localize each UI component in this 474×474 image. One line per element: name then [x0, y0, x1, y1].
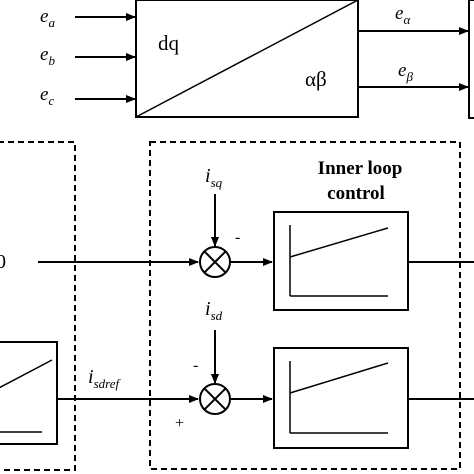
svg-text:ec: ec [40, 84, 54, 108]
isd-label: isd [205, 298, 223, 323]
block-dq-label: dq [158, 31, 180, 55]
svg-text:control: control [327, 183, 385, 204]
left-dashed-region [0, 141, 76, 471]
svg-text:isd: isd [205, 298, 223, 323]
svg-text:isdref: isdref [88, 366, 121, 391]
svg-text:eb: eb [40, 44, 55, 68]
lower-summing-junction [199, 383, 231, 415]
zero-reference: 0 [0, 251, 6, 273]
upper-pi-block [273, 211, 409, 311]
right-block-edge [468, 0, 474, 119]
svg-text:Inner loop: Inner loop [318, 158, 403, 179]
svg-text:isq: isq [205, 165, 223, 190]
svg-text:ea: ea [40, 6, 55, 30]
output-e-alpha: eα [395, 3, 411, 27]
block-alphabeta-label: αβ [305, 67, 327, 91]
isq-label: isq [205, 165, 223, 190]
output-e-beta: eβ [398, 60, 413, 84]
inner-loop-title: Inner loop control [318, 158, 403, 204]
lower-minus-sign: - [193, 357, 198, 374]
dq-alphabeta-block: dq αβ [135, 0, 359, 118]
upper-minus-sign: - [235, 229, 240, 246]
lower-plus-sign: + [175, 415, 184, 432]
svg-text:eα: eα [395, 3, 411, 27]
input-eb: eb [40, 44, 55, 68]
lower-pi-block [273, 347, 409, 449]
upper-summing-junction [199, 246, 231, 278]
input-ea: ea [40, 6, 55, 30]
isdref-label: isdref [88, 366, 121, 391]
left-pi-block [0, 341, 58, 445]
inner-loop-region [149, 141, 461, 470]
input-ec: ec [40, 84, 54, 108]
svg-text:eβ: eβ [398, 60, 413, 84]
